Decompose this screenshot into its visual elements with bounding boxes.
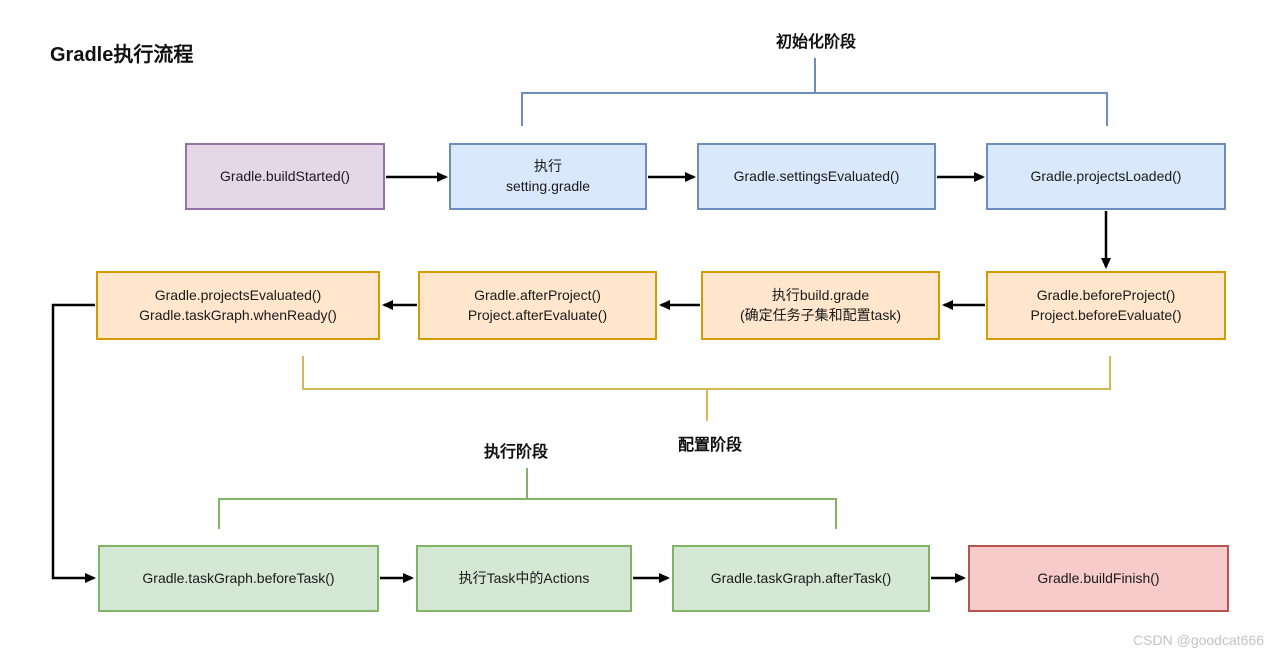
node-before-project: Gradle.beforeProject() Project.beforeEva… [986, 271, 1226, 340]
node-settings-evaluated: Gradle.settingsEvaluated() [697, 143, 936, 210]
config-bracket [302, 356, 1111, 421]
node-label: 执行build.grade [771, 286, 870, 303]
node-label: Project.beforeEvaluate() [1030, 306, 1182, 323]
watermark: CSDN @goodcat666 [1133, 632, 1264, 648]
node-label: Gradle.afterProject() [474, 286, 601, 303]
node-after-project: Gradle.afterProject() Project.afterEvalu… [418, 271, 657, 340]
node-label: Gradle.taskGraph.whenReady() [139, 306, 337, 323]
exec-bracket [218, 468, 837, 529]
phase-label-execution: 执行阶段 [483, 444, 548, 461]
node-build-started: Gradle.buildStarted() [185, 143, 385, 210]
node-label: Project.afterEvaluate() [467, 306, 608, 323]
init-bracket [521, 58, 1108, 126]
node-label: Gradle.beforeProject() [1036, 286, 1176, 303]
node-label: Gradle.settingsEvaluated() [733, 167, 900, 184]
phase-label-configuration: 配置阶段 [677, 437, 742, 454]
node-label: 执行Task中的Actions [458, 569, 590, 586]
node-label: Gradle.taskGraph.beforeTask() [142, 569, 335, 586]
node-build-finish: Gradle.buildFinish() [968, 545, 1229, 612]
node-before-task: Gradle.taskGraph.beforeTask() [98, 545, 379, 612]
node-label: Gradle.projectsEvaluated() [154, 286, 322, 303]
node-projects-loaded: Gradle.projectsLoaded() [986, 143, 1226, 210]
node-label: Gradle.buildFinish() [1037, 569, 1160, 586]
node-label: 执行 [534, 157, 562, 174]
node-after-task: Gradle.taskGraph.afterTask() [672, 545, 930, 612]
page-title: Gradle执行流程 [50, 44, 194, 66]
node-label: Gradle.buildStarted() [220, 167, 350, 184]
node-label: Gradle.taskGraph.afterTask() [710, 569, 892, 586]
node-exec-build-gradle: 执行build.grade (确定任务子集和配置task) [701, 271, 940, 340]
phase-label-initialization: 初始化阶段 [775, 34, 856, 51]
node-exec-task-actions: 执行Task中的Actions [416, 545, 632, 612]
node-exec-setting-gradle: 执行 setting.gradle [449, 143, 647, 210]
node-label: (确定任务子集和配置task) [740, 306, 901, 323]
node-label: Gradle.projectsLoaded() [1030, 167, 1182, 184]
node-label: setting.gradle [505, 177, 591, 194]
node-projects-evaluated: Gradle.projectsEvaluated() Gradle.taskGr… [96, 271, 380, 340]
arrow-projectsevaluated-to-beforetask [51, 303, 96, 583]
